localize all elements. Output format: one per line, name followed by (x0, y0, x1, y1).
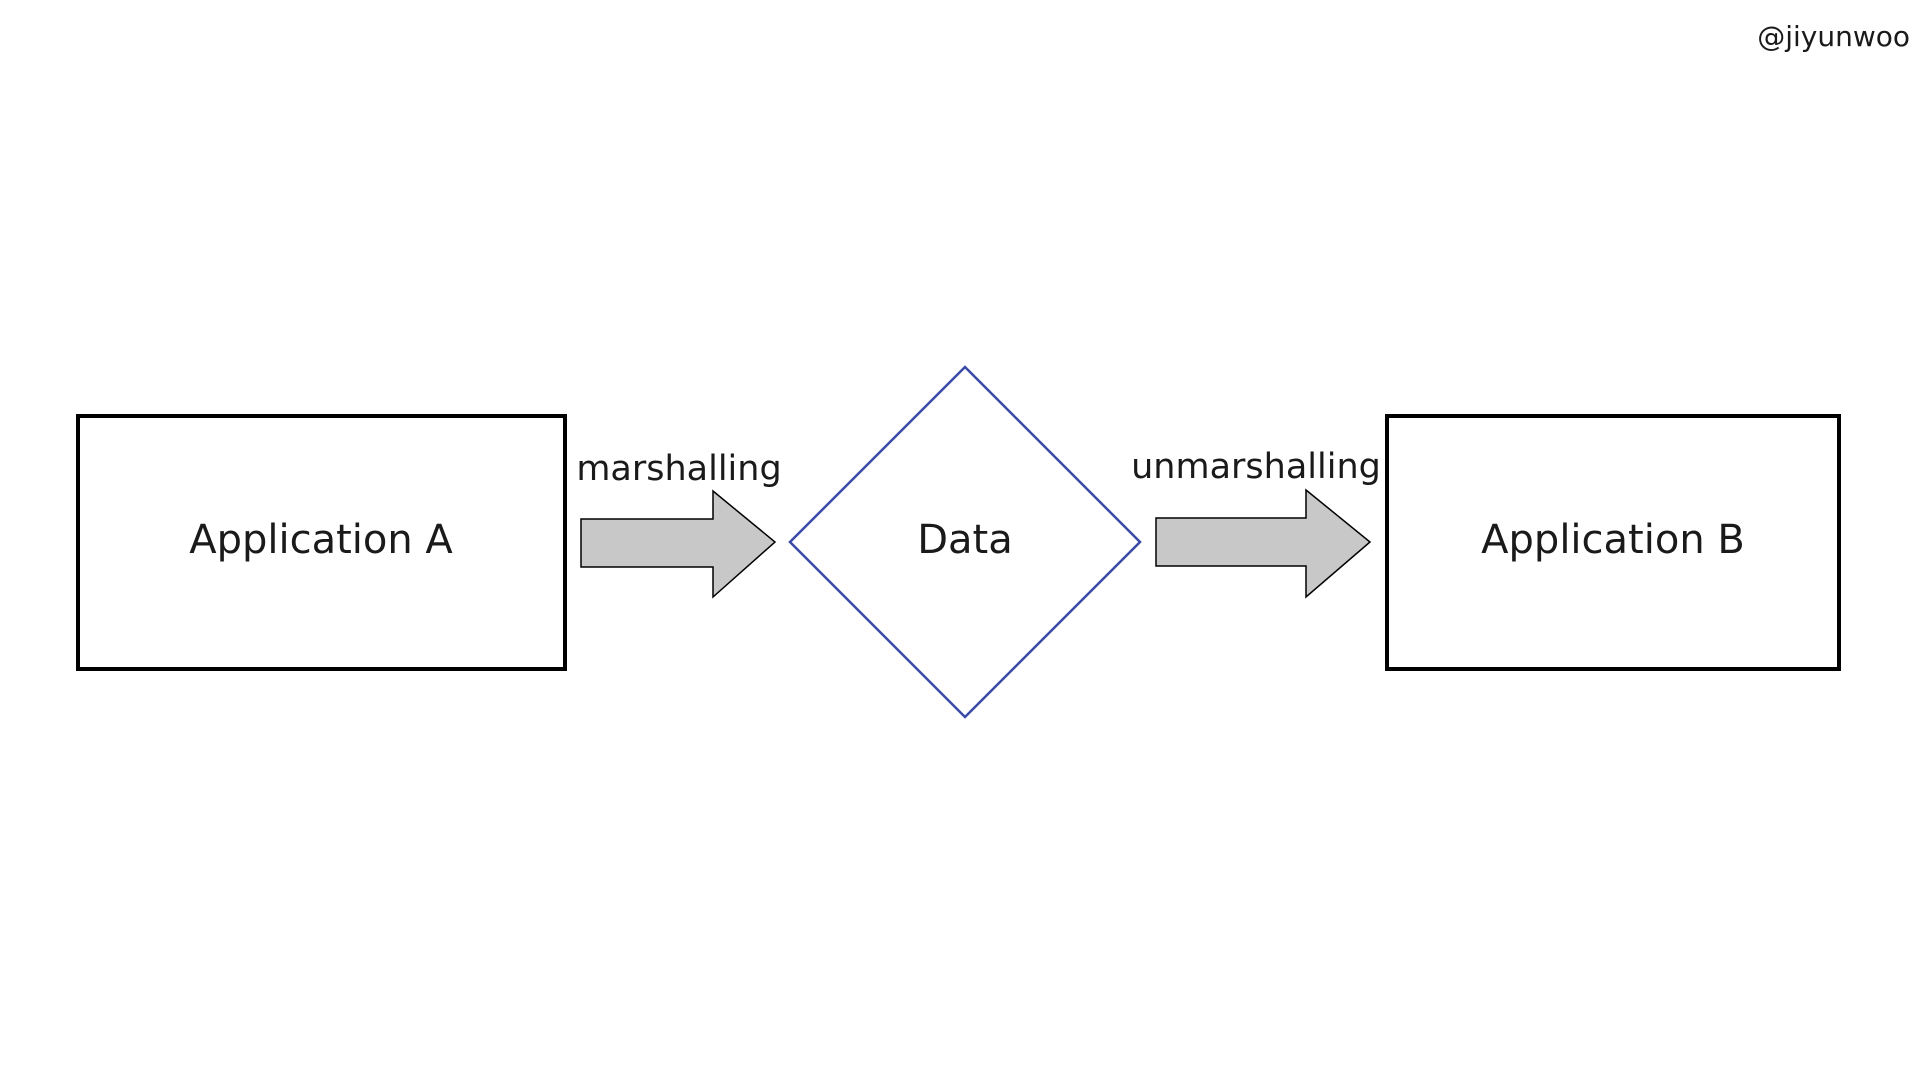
marshalling-arrow (580, 489, 777, 599)
data-label: Data (917, 517, 1013, 563)
application-b-box (1385, 414, 1841, 671)
application-a-label: Application A (189, 517, 453, 563)
unmarshalling-edge: unmarshalling (1131, 447, 1381, 599)
data-diamond (788, 365, 1142, 719)
application-a-node: Application A (76, 414, 567, 671)
unmarshalling-label: unmarshalling (1131, 447, 1381, 487)
application-a-box (76, 414, 567, 671)
application-b-node: Application B (1385, 414, 1841, 671)
marshalling-label: marshalling (576, 449, 781, 489)
data-node: Data (788, 365, 1142, 719)
application-b-label: Application B (1481, 517, 1745, 563)
author-credit: @jiyunwoo (1757, 20, 1910, 53)
unmarshalling-arrow (1155, 488, 1372, 599)
marshalling-edge: marshalling (576, 449, 782, 599)
